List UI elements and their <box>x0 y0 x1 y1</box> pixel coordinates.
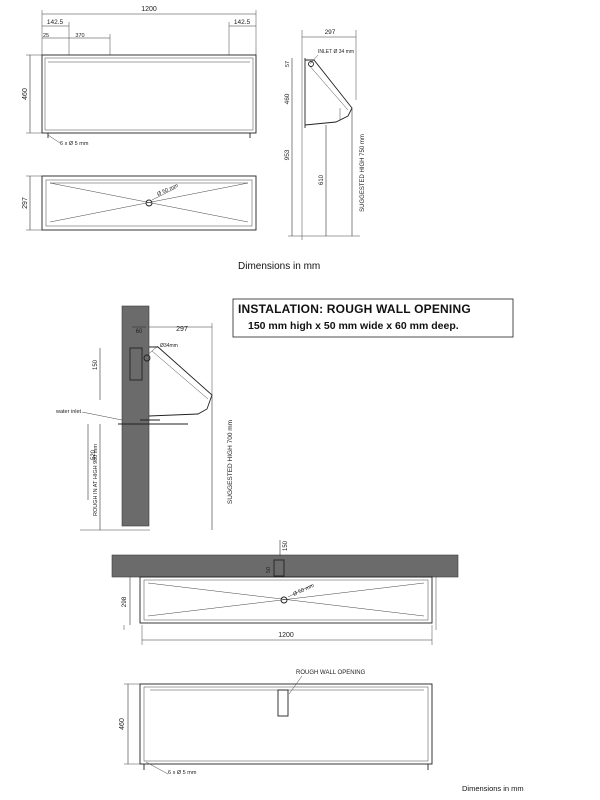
front-span-label: 370 <box>75 33 84 39</box>
front-width-label: 1200 <box>141 6 157 13</box>
side-inlet-height-label: 57 <box>285 61 291 67</box>
elevation-opening-label: ROUGH WALL OPENING <box>296 670 366 676</box>
plan-outlet-label: Ø 50 mm <box>156 183 179 198</box>
front-holes-label: 6 x Ø 5 mm <box>60 141 89 147</box>
section-opening-width-label: 60 <box>136 329 143 335</box>
install-box <box>232 298 514 338</box>
top-depth-label: 298 <box>121 596 128 607</box>
section-water-inlet-label: water inlet <box>55 409 82 415</box>
front-small-offset-label: 25 <box>43 33 49 39</box>
front-height-label: 460 <box>22 88 29 100</box>
plan-depth-label: 297 <box>22 197 29 209</box>
elevation-height-label: 460 <box>119 718 126 730</box>
plan-view: Ø 50 mm 297 <box>22 175 257 231</box>
elevation-view: ROUGH WALL OPENING 460 6 x Ø 5 mm <box>119 670 433 776</box>
side-view: 297 INLET Ø 34 mm 57 460 953 610 SUGGEST… <box>284 29 366 240</box>
install-title: INSTALATION: ROUGH WALL OPENING <box>238 302 471 316</box>
section-suggested-label: SUGGESTED HIGH 700 mm <box>227 420 234 504</box>
front-left-offset-label: 142.5 <box>47 19 64 26</box>
side-suggested-label: SUGGESTED HIGH 750 mm <box>360 134 366 212</box>
top-width-label: 1200 <box>278 632 294 639</box>
units-note-bottom: Dimensions in mm <box>462 784 524 793</box>
wall-plan <box>111 554 459 578</box>
top-outlet-label: Ø 50 mm <box>292 583 315 598</box>
side-inlet-label: INLET Ø 34 mm <box>318 49 354 55</box>
wall <box>121 305 150 527</box>
side-depth-label: 297 <box>325 29 336 36</box>
section-lip-label: 520 <box>91 449 97 460</box>
top-opening-width-label: 50 <box>266 567 272 573</box>
section-rough-in-label: ROUGH IN AT HIGH 980 mm <box>93 444 99 516</box>
elevation-holes-label: 6 x Ø 5 mm <box>168 770 197 776</box>
top-section: 150 50 Ø 50 mm 298 1200 <box>111 540 459 645</box>
side-floor-height-label: 953 <box>284 149 291 160</box>
front-view: 1200 142.5 142.5 25 370 460 6 x Ø 5 mm <box>22 6 257 147</box>
section-pipe-label: Ø34mm <box>160 343 178 349</box>
side-lip-height-label: 610 <box>319 174 325 185</box>
section-pipe-height-label: 150 <box>93 359 99 370</box>
units-note-top: Dimensions in mm <box>238 261 321 272</box>
side-height-label: 460 <box>284 93 291 104</box>
wall-section: 60 297 Ø34mm 150 ROUGH IN AT HIGH 980 mm… <box>55 305 234 531</box>
section-depth-label: 297 <box>176 326 188 333</box>
top-opening-label: 150 <box>283 540 289 551</box>
front-right-offset-label: 142.5 <box>234 19 251 26</box>
install-description: 150 mm high x 50 mm wide x 60 mm deep. <box>248 320 459 332</box>
